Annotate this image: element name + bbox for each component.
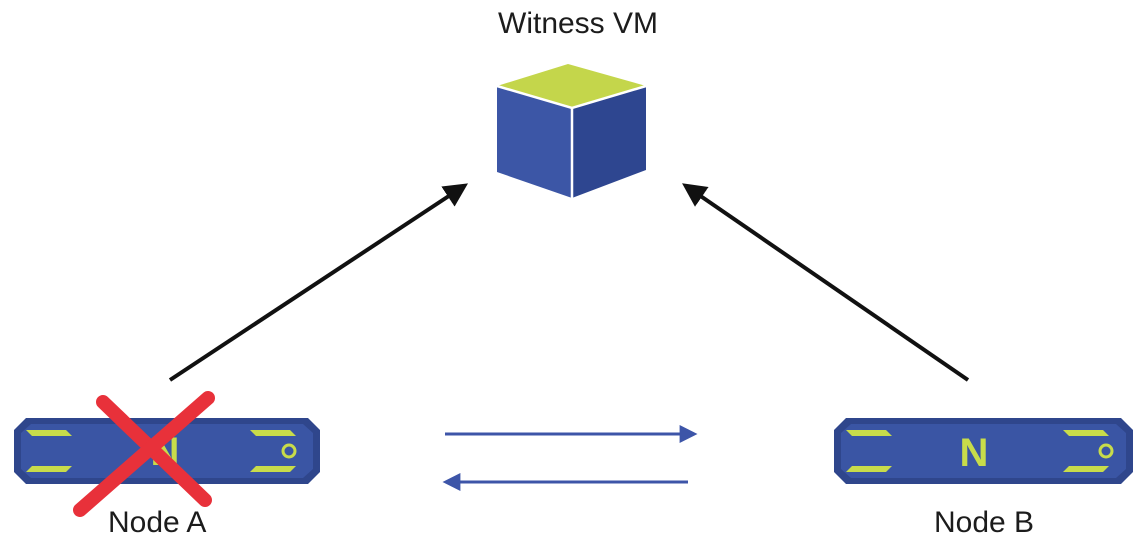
node-b-to-witness-arrow <box>682 183 970 382</box>
node-a-server-icon: N <box>14 418 320 484</box>
node-b-server-icon: N <box>834 418 1133 484</box>
red-x-icon <box>73 391 215 517</box>
node-b-label: Node B <box>934 506 1035 539</box>
witness-vm-cube-icon <box>496 64 647 198</box>
witness-vm-label: Witness VM <box>498 7 659 40</box>
node-a-to-witness-arrow <box>168 183 469 382</box>
node-a-label: Node A <box>108 506 207 539</box>
node-b-badge-letter: N <box>960 431 989 475</box>
